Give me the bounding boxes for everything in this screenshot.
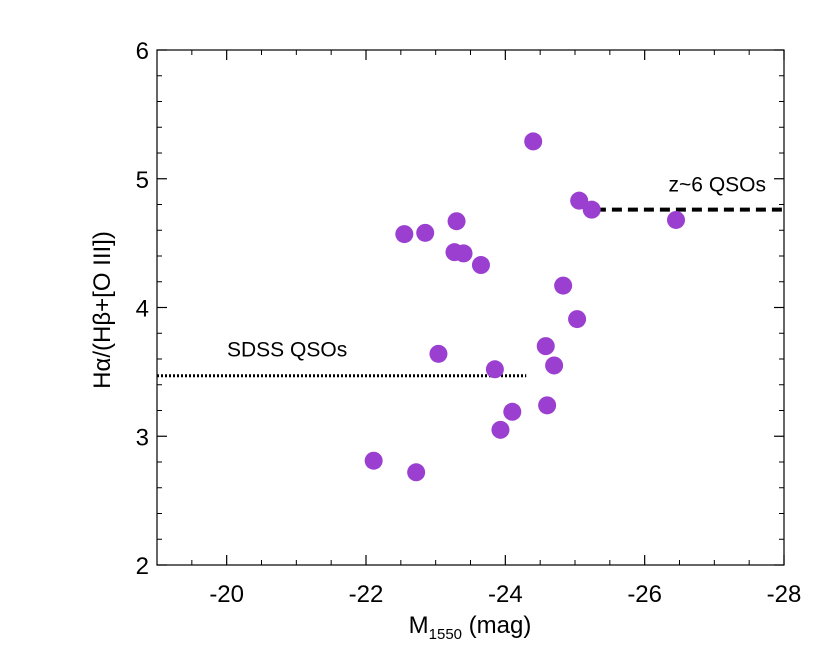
- data-point: [407, 463, 426, 482]
- data-point: [568, 310, 587, 329]
- x-tick-label: -20: [209, 581, 244, 608]
- data-point: [454, 244, 473, 263]
- data-point: [554, 276, 573, 295]
- y-tick-label: 4: [136, 296, 149, 323]
- data-point: [447, 212, 466, 231]
- data-point: [429, 344, 448, 363]
- data-point: [570, 191, 589, 210]
- data-point: [524, 132, 543, 151]
- y-tick-label: 6: [136, 38, 149, 65]
- x-tick-label: -24: [488, 581, 523, 608]
- data-point: [536, 337, 555, 356]
- x-axis-ticks: -20 -22 -24 -26 -28: [191, 50, 802, 608]
- data-point: [416, 223, 435, 242]
- y-tick-label: 3: [136, 424, 149, 451]
- reference-lines: [157, 207, 784, 378]
- data-point: [395, 225, 414, 244]
- y-axis-title: Hα/(Hβ+[O III]): [89, 231, 116, 389]
- data-point: [538, 396, 557, 415]
- data-point: [545, 356, 564, 375]
- reference-line-labels: SDSS QSOs z~6 QSOs: [227, 174, 766, 362]
- plot-frame: [156, 49, 785, 566]
- data-points: [364, 132, 686, 482]
- y-axis-ticks: 2 3 4 5 6: [136, 38, 784, 580]
- data-point: [364, 451, 383, 470]
- y-tick-label: 2: [136, 553, 149, 580]
- x-axis-title-unit: (mag): [462, 612, 531, 639]
- data-point: [471, 256, 490, 275]
- data-point: [491, 420, 510, 439]
- data-point: [485, 360, 504, 379]
- x-tick-label: -28: [767, 581, 802, 608]
- sdss-qsos-label: SDSS QSOs: [227, 339, 347, 362]
- x-tick-label: -26: [627, 581, 662, 608]
- data-point: [582, 200, 601, 219]
- x-axis-title-subscript: 1550: [429, 626, 462, 643]
- data-point: [503, 402, 522, 421]
- x-axis-title-main: M: [409, 612, 429, 639]
- x-axis-title: M1550 (mag): [409, 612, 532, 643]
- z6-qsos-label: z~6 QSOs: [669, 174, 766, 197]
- data-point: [667, 210, 686, 229]
- x-tick-label: -22: [349, 581, 384, 608]
- y-tick-label: 5: [136, 167, 149, 194]
